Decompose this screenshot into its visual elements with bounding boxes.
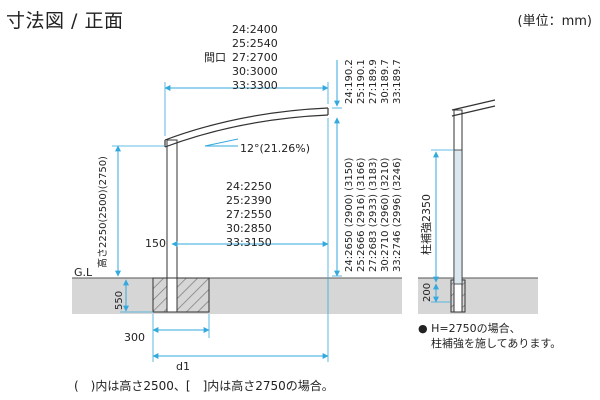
note-reinforce-2: 柱補強を施してあります。 — [431, 336, 561, 350]
height-line-3: 27:2683 (2933) (3183) — [368, 157, 379, 272]
foundation — [152, 277, 210, 313]
frontage-line-2: 25:2540 — [232, 37, 278, 50]
roof-line-3: 27:189.9 — [368, 59, 379, 104]
rear-line-5: 33:3150 — [226, 236, 272, 249]
note-bottom: ( )内は高さ2500、[ ]内は高さ2750の場合。 — [74, 378, 334, 393]
reinforce-label: 柱補強2350 — [419, 194, 433, 255]
offset-150-label: 150 — [145, 237, 166, 250]
depth-label: 550 — [114, 291, 125, 310]
roof-line-2: 25:190.1 — [356, 59, 367, 104]
frontage-line-3: 27:2700 — [232, 51, 278, 64]
slope-label: 12°(21.26%) — [240, 142, 310, 155]
roof-top — [164, 107, 329, 141]
page-title: 寸法図 / 正面 — [6, 10, 124, 32]
side-reinforcement — [453, 149, 463, 285]
rear-line-1: 24:2250 — [226, 180, 272, 193]
gl-label: G.L — [74, 266, 93, 279]
rear-line-3: 27:2550 — [226, 208, 272, 221]
side-roof-top — [451, 99, 496, 111]
footing-label: 300 — [124, 331, 145, 344]
frontage-line-1: 24:2400 — [232, 23, 278, 36]
post-embed — [166, 277, 178, 313]
height-label: 高さ2250(2500)(2750) — [96, 156, 109, 268]
note-reinforce-1: ● H=2750の場合、 — [418, 321, 521, 335]
height-line-2: 25:2666 (2916) (3166) — [356, 157, 367, 272]
d1-label: d1 — [176, 360, 190, 373]
side-roof-bottom — [451, 105, 496, 117]
frontage-line-4: 30:3000 — [232, 65, 278, 78]
height-line-4: 30:2710 (2960) (3210) — [380, 157, 391, 272]
rear-line-2: 25:2390 — [226, 194, 272, 207]
rear-line-4: 30:2850 — [226, 222, 272, 235]
height-line-1: 24:2650 (2900) (3150) — [344, 157, 355, 272]
roof-line-1: 24:190.2 — [344, 59, 355, 104]
frontage-label: 間口 — [204, 51, 226, 64]
frontage-line-5: 33:3300 — [232, 79, 278, 92]
roof-line-4: 30:189.7 — [380, 59, 391, 104]
reinforce-depth-label: 200 — [422, 283, 433, 302]
height-line-5: 33:2746 (2996) (3246) — [392, 157, 403, 272]
roof-line-5: 33:189.7 — [392, 59, 403, 104]
roof-bottom — [164, 114, 329, 148]
slope-line — [204, 138, 239, 147]
unit-label: (単位：mm) — [517, 14, 592, 29]
post — [166, 139, 178, 279]
